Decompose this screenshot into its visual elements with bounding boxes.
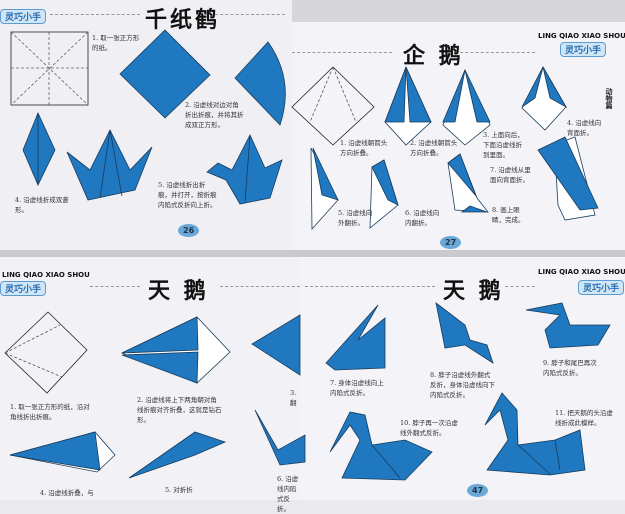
swan-step9 <box>525 302 611 349</box>
title-rule <box>90 286 140 287</box>
swan-step5-shape <box>128 431 227 479</box>
logo-pinyin: LING QIAO XIAO SHOU <box>537 268 625 276</box>
crane-step5-shape <box>66 129 153 201</box>
step-caption: 8. 脖子沿虚线外翻式反折，身体沿虚线向下内陷式反折。 <box>430 371 495 399</box>
page-number: 47 <box>467 484 489 497</box>
swan-step4-shape <box>9 431 116 473</box>
penguin-step7 <box>447 153 489 213</box>
title-rule <box>505 286 535 287</box>
section-label: 动物篇 <box>605 88 613 109</box>
step-caption: 6. 沿虚线内陷式反折。 <box>277 475 299 513</box>
background-top <box>292 0 625 24</box>
swan-step3-partial <box>251 314 301 376</box>
step-caption: 1. 取一张正方形的纸。 <box>92 34 140 52</box>
crane-step2-square <box>119 29 211 119</box>
penguin-step2 <box>384 65 432 146</box>
step-caption: 4. 沿虚线向背面折。 <box>567 119 602 137</box>
swan-step1-diamond <box>4 311 88 394</box>
step-caption: 8. 画上眼睛，完成。 <box>492 206 525 224</box>
logo-pinyin: LING QIAO XIAO SHOU <box>537 32 625 40</box>
step-caption: 1. 沿虚线朝箭头方向折叠。 <box>340 139 388 157</box>
page-title: 天 鹅 <box>443 279 504 304</box>
title-rule <box>305 286 435 287</box>
crane-step3-shape <box>234 41 286 126</box>
step-caption: 11. 把天鹅的头沿虚线折成此模样。 <box>555 409 613 427</box>
page-title: 企 鹅 <box>403 44 464 69</box>
page-title: 天 鹅 <box>148 279 209 304</box>
step-caption: 5. 对折折 <box>165 486 193 494</box>
crane-finished <box>206 134 283 205</box>
step-caption: 2. 沿虚线对边对角折出折痕，并将其折成双正方形。 <box>185 101 244 129</box>
swan-step10 <box>329 411 433 481</box>
step-caption: 1. 取一张正方形的纸，沿对角线折出折痕。 <box>10 403 90 421</box>
step-caption: 7. 身体沿虚线向上内陷式反折。 <box>330 379 384 397</box>
step-caption: 4. 沿虚线折成双菱形。 <box>15 196 69 214</box>
step-caption: 6. 沿虚线向内翻折。 <box>405 209 440 227</box>
swan-step8 <box>435 302 494 364</box>
penguin-finished <box>537 136 599 221</box>
crane-step4-diamond <box>22 111 56 186</box>
penguin-step5 <box>310 147 339 231</box>
logo-pinyin: LING QIAO XIAO SHOU <box>1 271 91 279</box>
logo: 灵巧小手 <box>0 281 47 296</box>
step-caption: 3. 翻 <box>290 389 297 407</box>
swan-step2-kite <box>121 316 231 384</box>
logo: 灵巧小手 <box>0 9 47 24</box>
step-caption: 10. 脖子再一次沿虚线外翻式反折。 <box>400 419 458 437</box>
page-number: 27 <box>440 236 462 249</box>
book-gutter <box>0 250 625 257</box>
title-rule <box>215 14 285 15</box>
step-caption: 5. 沿虚线向外翻折。 <box>338 209 373 227</box>
penguin-step6 <box>369 159 399 229</box>
step-caption: 2. 沿虚线将上下两角朝对角线折痕对齐折叠，这就是钻石形。 <box>137 396 222 424</box>
logo: 灵巧小手 <box>578 280 625 295</box>
title-rule <box>220 286 300 287</box>
title-rule <box>455 52 535 53</box>
crane-step1-square <box>10 31 89 106</box>
step-caption: 4. 沿虚线折叠，与 <box>40 489 94 497</box>
step-caption: 9. 脖子和尾巴再次内陷式反折。 <box>543 359 597 377</box>
penguin-step3 <box>442 68 491 146</box>
page-number: 26 <box>178 224 200 237</box>
swan-step6-shape <box>254 409 306 466</box>
logo: 灵巧小手 <box>560 42 607 57</box>
step-caption: 7. 沿虚线从里面向背面折。 <box>490 166 531 184</box>
title-rule <box>292 52 392 53</box>
penguin-step1-diamond <box>291 66 375 146</box>
step-caption: 5. 沿虚线折出折痕，并打开，按折痕内陷式反折向上折。 <box>158 181 217 209</box>
page-title: 千纸鹤 <box>145 8 221 33</box>
penguin-step4 <box>521 66 568 131</box>
swan-finished <box>484 392 586 476</box>
swan-step7 <box>325 304 386 371</box>
title-rule <box>50 14 140 15</box>
origami-diagrams <box>4 29 611 481</box>
step-caption: 2. 沿虚线朝箭头方向折叠。 <box>410 139 458 157</box>
step-caption: 3. 上面向后，下面沿虚线折到里面。 <box>483 131 524 159</box>
